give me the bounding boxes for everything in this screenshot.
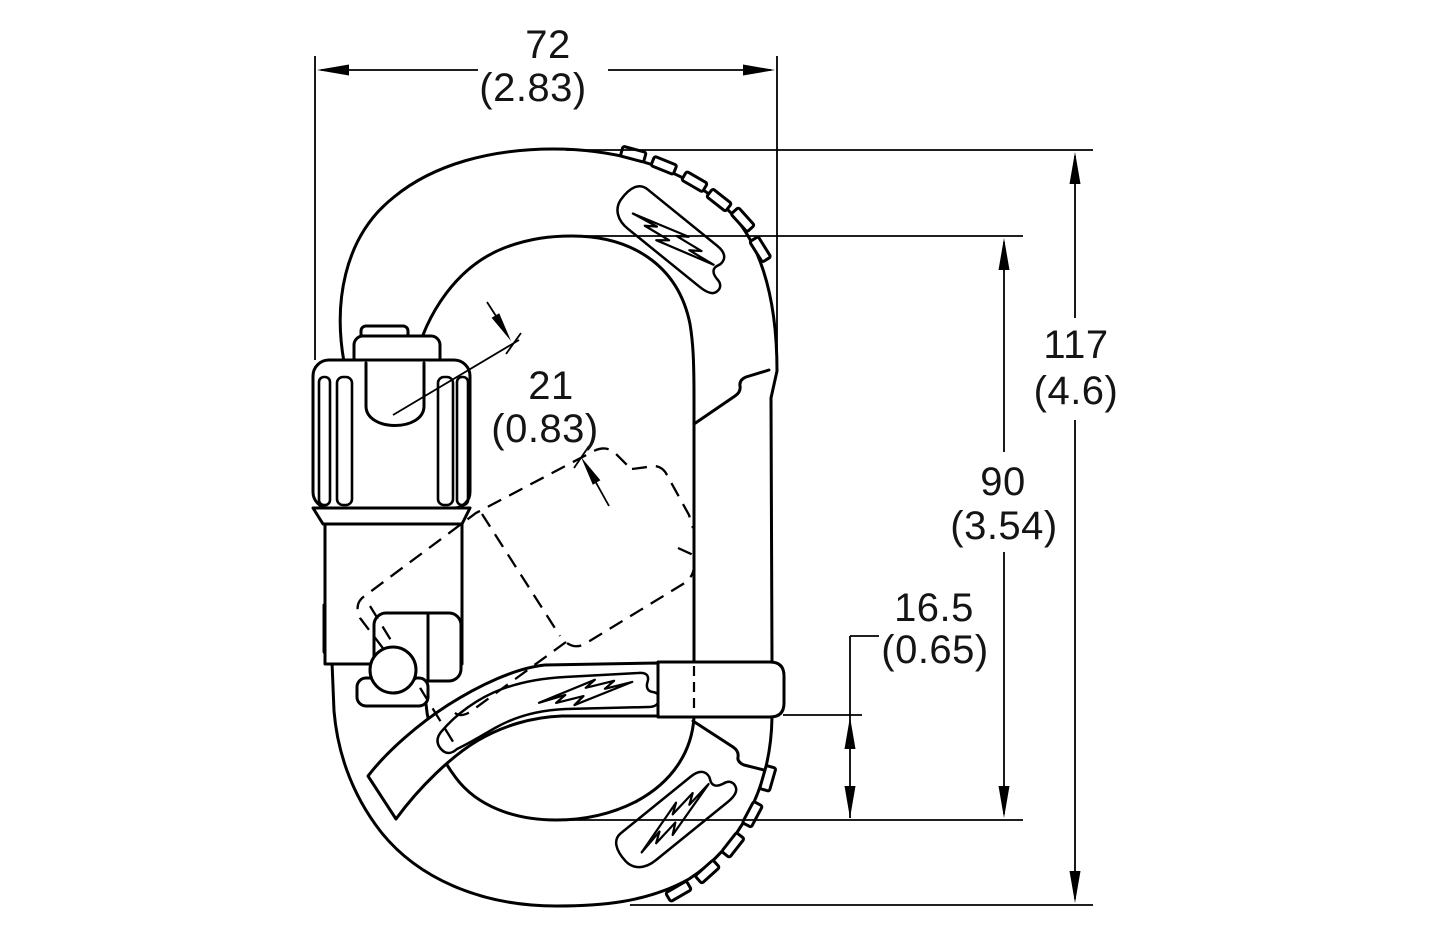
- dimension-gate-opening-inches: (0.83): [491, 407, 599, 451]
- dimension-overall-length: 117 (4.6): [566, 149, 1119, 906]
- dimension-gate-clearance: 16.5 (0.65): [783, 586, 989, 818]
- dimension-gate-clearance-mm: 16.5: [894, 586, 974, 630]
- dimension-width: 72 (2.83): [314, 23, 778, 372]
- hinge-rivet: [368, 645, 418, 695]
- sleeve-grip-ridges: [317, 375, 470, 507]
- dimension-inside-length-inches: (3.54): [950, 504, 1058, 548]
- sleeve-keeper-slot: [364, 361, 426, 427]
- dimension-width-inches: (2.83): [479, 66, 587, 110]
- grip-notches-bottom: [664, 764, 777, 903]
- gate-end-block: [656, 660, 786, 719]
- dimension-overall-length-mm: 117: [1043, 323, 1108, 367]
- dimension-gate-opening: 21 (0.83): [392, 301, 610, 507]
- lightning-bolt-logo-bottom: [608, 757, 742, 877]
- dimensions: 72 (2.83) 117 (4.6) 90 (3.54) 16: [314, 23, 1119, 906]
- dimension-inside-length: 90 (3.54): [556, 235, 1058, 821]
- dimension-gate-opening-mm: 21: [528, 364, 574, 408]
- grip-notches-top: [619, 145, 772, 263]
- spine-transition-bottom: [691, 719, 766, 772]
- carabiner-body: [322, 145, 786, 908]
- cross-member-logo-panel: [436, 671, 661, 755]
- dimension-overall-length-inches: (4.6): [1034, 369, 1119, 413]
- dimension-width-mm: 72: [525, 23, 571, 67]
- dimension-inside-length-mm: 90: [980, 460, 1026, 504]
- spine-transition-top: [692, 368, 771, 426]
- dimension-gate-clearance-inches: (0.65): [881, 628, 989, 672]
- lower-cross-member: [366, 660, 786, 821]
- sleeve-bottom-band: [311, 506, 472, 526]
